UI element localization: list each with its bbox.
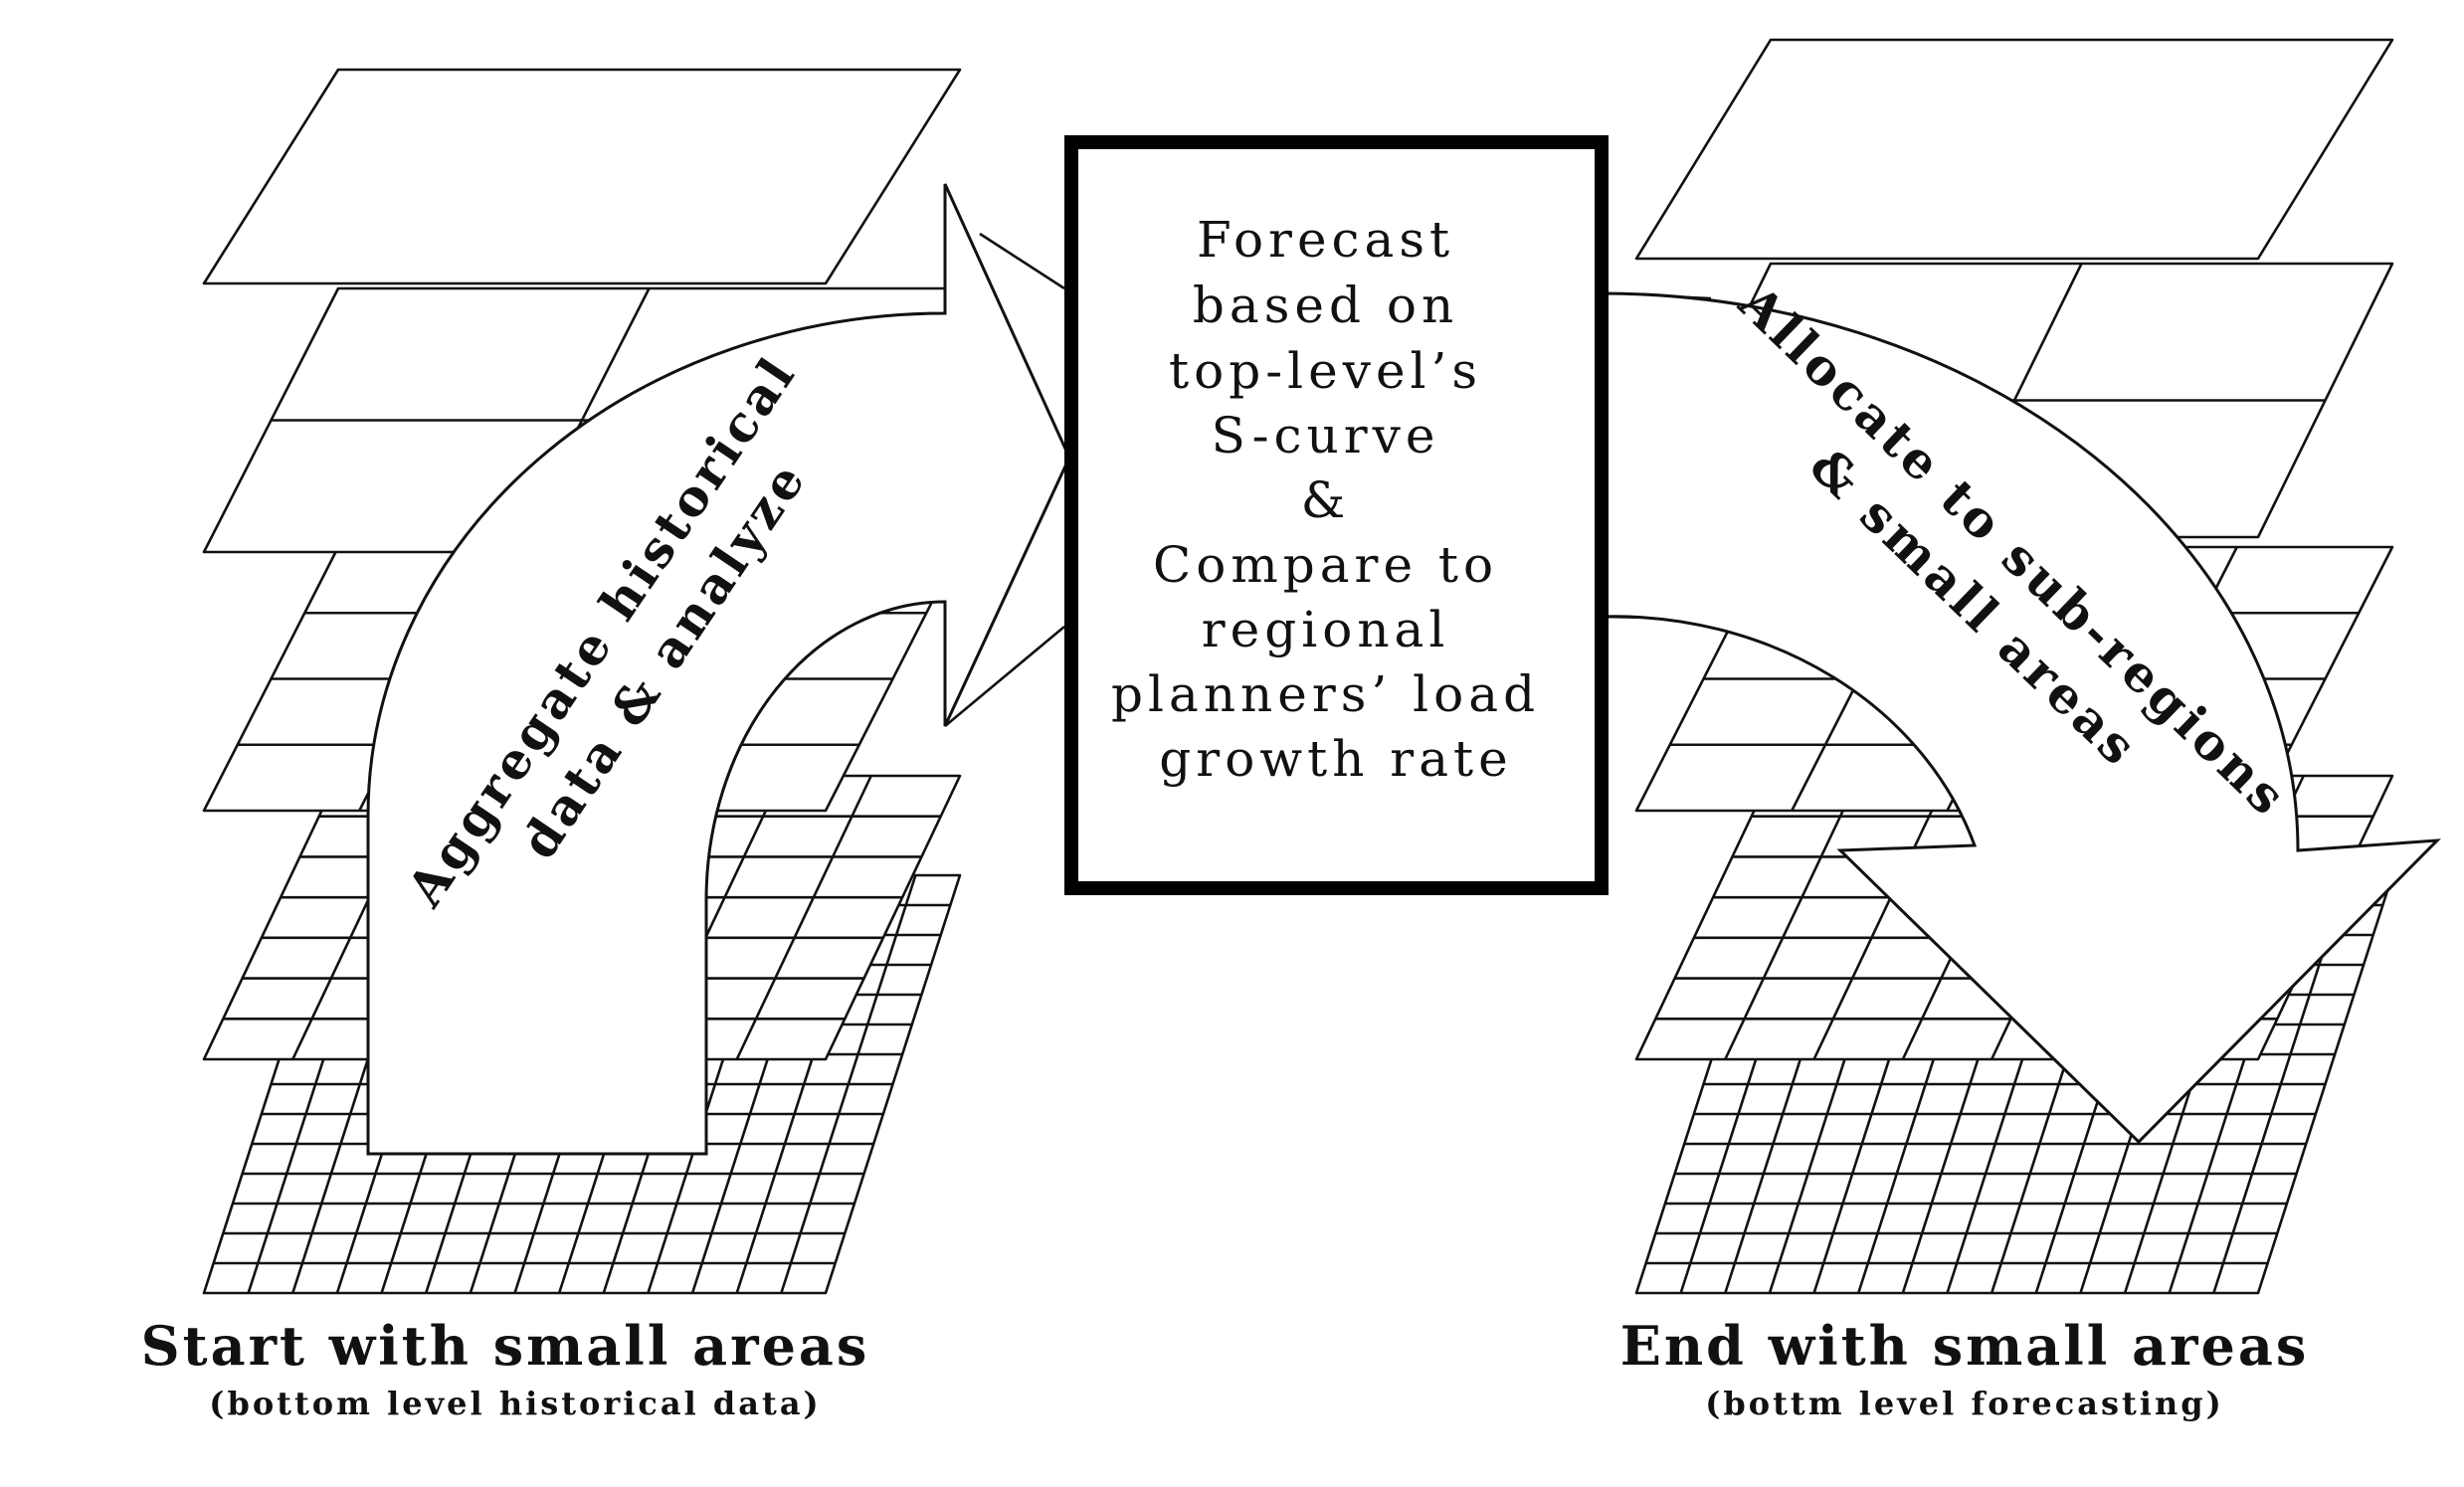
box-line-8: planners’ load — [1111, 665, 1540, 723]
box-line-1: Forecast — [1197, 211, 1454, 269]
box-line-5: & — [1301, 471, 1351, 529]
left-caption-subtitle: (bottom level historical data) — [209, 1385, 821, 1422]
box-line-6: Compare to — [1153, 536, 1498, 594]
grid-level-top — [202, 68, 962, 285]
grid-level-outline — [202, 68, 962, 285]
forecast-box-text: Forecast based on top-level’s S-curve & … — [1111, 211, 1561, 788]
grid-line — [1812, 775, 1950, 1060]
grid-level-top — [1634, 38, 2394, 261]
grid-line — [1724, 775, 1861, 1060]
box-line-3: top-level’s — [1169, 342, 1482, 400]
box-line-7: regional — [1202, 601, 1450, 658]
box-line-2: based on — [1193, 277, 1458, 334]
left-connector-top — [979, 232, 1065, 290]
forecast-box — [1064, 135, 1609, 895]
box-line-4: S-curve — [1212, 407, 1440, 465]
aggregate-arrow — [366, 183, 1071, 1156]
grid-line — [735, 775, 872, 1060]
left-connector-bottom — [944, 626, 1065, 727]
allocate-arrow — [1600, 291, 2441, 1145]
box-line-9: growth rate — [1159, 730, 1512, 788]
right-caption-title: End with small areas — [1620, 1314, 2310, 1378]
left-caption-title: Start with small areas — [141, 1314, 870, 1378]
right-caption-subtitle: (bottm level forecasting) — [1705, 1385, 2223, 1422]
grid-level-outline — [1634, 38, 2394, 261]
grid-line — [780, 874, 917, 1294]
